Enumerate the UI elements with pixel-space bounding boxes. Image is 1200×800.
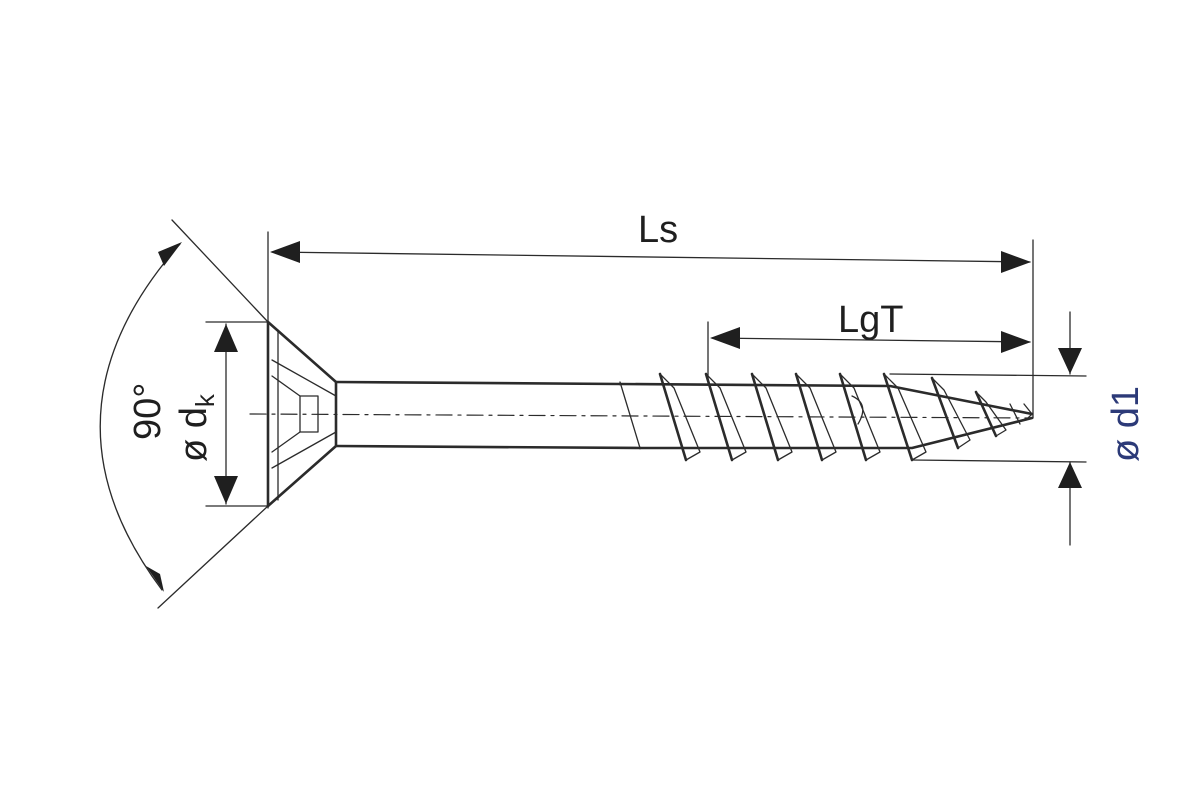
angle-dimension: 90°: [99, 219, 269, 609]
screw-shank: [334, 380, 642, 450]
dk-label-subscript: k: [190, 393, 220, 407]
angle-arc: [99, 243, 181, 591]
screw-center-line: [249, 413, 1033, 419]
ls-dimension: Ls: [267, 209, 1034, 509]
d1-extension-bottom: [911, 459, 1087, 463]
lgt-arrow-right: [1001, 331, 1031, 353]
dk-arrow-top: [214, 324, 238, 352]
ls-arrow-left: [270, 241, 300, 263]
dk-dimension: ø dk: [173, 321, 269, 507]
d1-arrow-bottom: [1058, 462, 1082, 488]
screw-head: [266, 320, 338, 508]
lgt-label: LgT: [838, 299, 903, 341]
d1-dimension: ø d1: [889, 311, 1147, 546]
screw: [249, 320, 1034, 508]
d1-extension-top: [889, 373, 1087, 377]
dk-label: ø dk: [173, 393, 220, 462]
d1-label: ø d1: [1105, 386, 1147, 462]
ls-dimension-line: [271, 251, 1031, 263]
ls-label: Ls: [638, 209, 678, 251]
angle-label: 90°: [127, 383, 169, 440]
lgt-dimension-line: [711, 337, 1031, 343]
drive-recess: [271, 375, 319, 453]
d1-arrow-top: [1058, 348, 1082, 374]
angle-extension-top: [171, 219, 269, 323]
lgt-arrow-left: [710, 327, 740, 349]
dk-label-main: ø d: [173, 407, 215, 462]
lgt-dimension: LgT: [707, 299, 1031, 381]
dk-arrow-bottom: [214, 476, 238, 504]
angle-arrow-top: [158, 242, 182, 266]
ls-arrow-right: [1001, 251, 1031, 273]
screw-thread: [618, 372, 1034, 462]
angle-arrow-bottom: [146, 566, 164, 592]
angle-extension-bottom: [157, 505, 269, 609]
